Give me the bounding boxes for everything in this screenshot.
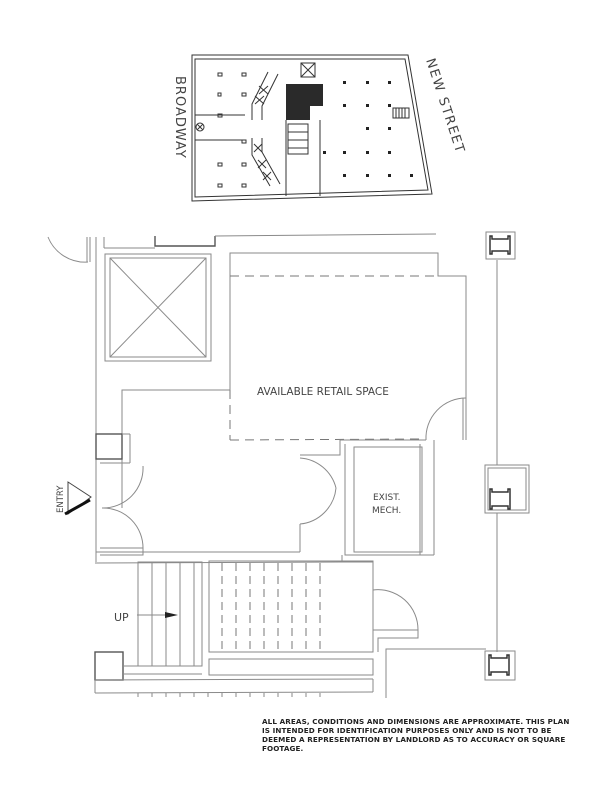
column-bottom: [484, 650, 516, 681]
street-label-new-street: NEW STREET: [422, 57, 467, 156]
key-plan: BROADWAY NEW STREET: [172, 54, 467, 202]
street-label-broadway: BROADWAY: [172, 76, 187, 159]
room-label-retail: AVAILABLE RETAIL SPACE: [257, 386, 389, 398]
main-floor-plan: AVAILABLE RETAIL SPACE ENTRY EXIST. MECH…: [47, 231, 530, 698]
room-label-mech-2: MECH.: [372, 506, 401, 516]
column-mid: [484, 464, 530, 514]
entry-label: ENTRY: [56, 485, 66, 513]
room-label-mech-1: EXIST.: [373, 493, 401, 503]
column-top: [485, 231, 516, 260]
stair-up-label: UP: [114, 611, 129, 624]
disclaimer-note: ALL AREAS, CONDITIONS AND DIMENSIONS ARE…: [262, 717, 570, 753]
